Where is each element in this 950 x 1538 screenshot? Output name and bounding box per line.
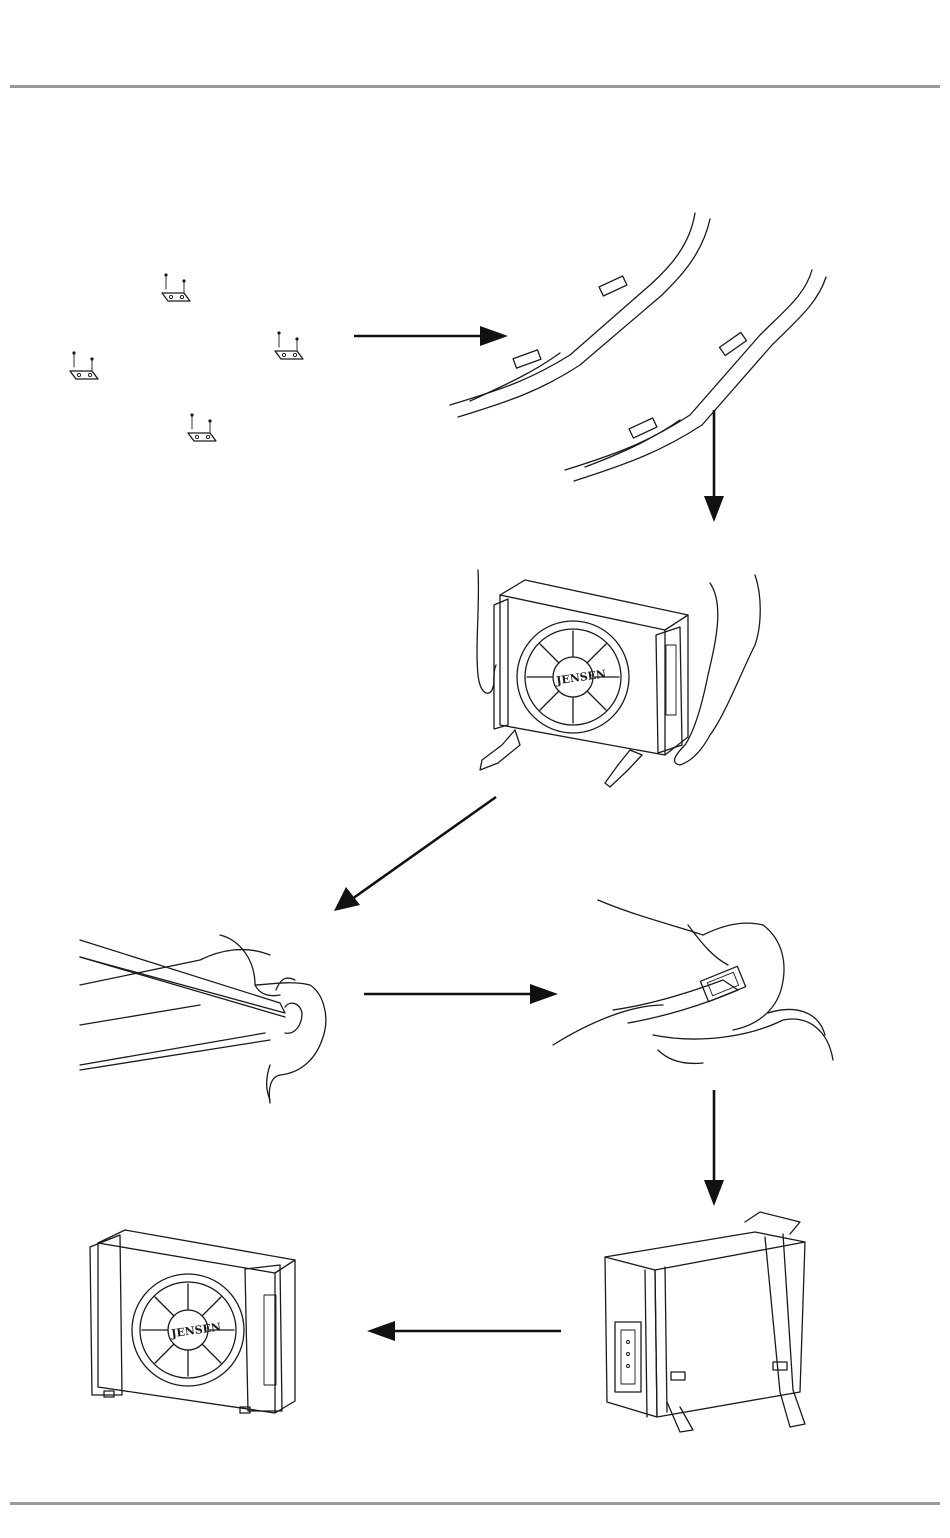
arrow-left-icon — [365, 1317, 565, 1347]
bracket-icon — [275, 331, 303, 359]
speaker-box-icon: JENSEN — [480, 580, 688, 787]
strap-buckle-icon — [80, 940, 302, 1070]
tighten-strap-illustration — [553, 895, 838, 1070]
mounting-brackets-illustration — [60, 265, 320, 450]
strap-icon — [565, 270, 826, 481]
lift-enclosure-illustration: JENSEN — [470, 565, 770, 790]
bracket-icon — [70, 351, 98, 379]
strap-icon — [765, 1234, 805, 1427]
footer-rule — [10, 1502, 940, 1505]
brand-logo: JENSEN — [169, 1320, 221, 1340]
arrow-down-icon — [700, 1088, 730, 1208]
left-hand-icon — [477, 570, 496, 693]
installed-front-view-illustration: JENSEN — [80, 1225, 305, 1420]
arrow-right-icon — [362, 980, 562, 1010]
hand-icon — [220, 935, 326, 1103]
strap-buckle-icon — [613, 966, 746, 1023]
feed-strap-illustration — [80, 925, 350, 1105]
bracket-icon — [188, 413, 216, 441]
header-rule — [10, 85, 940, 88]
speaker-box-icon: JENSEN — [90, 1230, 295, 1413]
speaker-box-icon — [605, 1212, 805, 1417]
arrow-down-left-icon — [330, 795, 500, 915]
strap-attachment-illustration — [440, 205, 840, 485]
arrow-down-icon — [700, 408, 730, 524]
strap-icon — [450, 213, 710, 417]
bracket-icon — [162, 273, 190, 301]
brand-logo: JENSEN — [554, 667, 606, 687]
secured-rear-view-illustration — [595, 1212, 815, 1437]
